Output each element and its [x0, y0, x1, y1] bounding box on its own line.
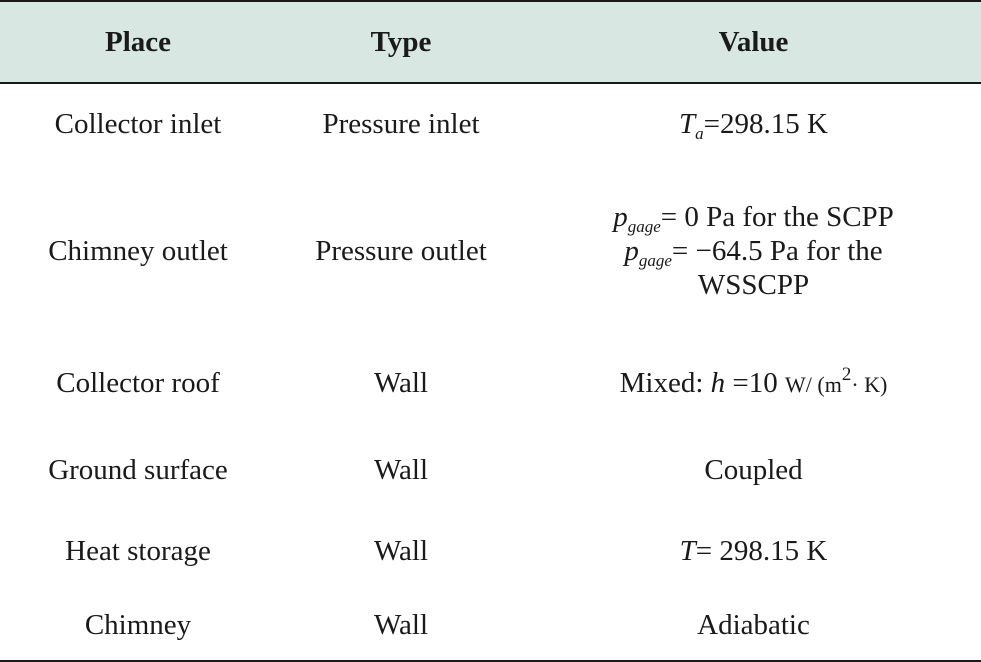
cell-type: Wall: [373, 453, 429, 486]
cell-place: Chimney outlet: [48, 234, 228, 267]
cell-place: Ground surface: [48, 453, 228, 486]
value-equals: =10: [725, 366, 785, 399]
cell-value: T= 298.15 K: [526, 511, 981, 591]
value-superscript: 2: [841, 363, 852, 385]
value-variable: p: [624, 234, 639, 267]
value-variable: T: [679, 108, 696, 141]
table-row: Collector inlet Pressure inlet Ta=298.15…: [0, 83, 981, 165]
value-variable: T: [679, 534, 696, 567]
cell-type: Wall: [373, 534, 429, 567]
header-place: Place: [0, 0, 276, 84]
cell-value: Mixed: h =10 W/ (m2· K): [526, 337, 981, 429]
cell-value: Adiabatic: [526, 591, 981, 662]
value-subscript: gage: [638, 250, 672, 270]
value-line-3: WSSCPP: [697, 269, 810, 302]
table-row: Chimney outlet Pressure outlet pgage= 0 …: [0, 165, 981, 337]
value-line-1: pgage= 0 Pa for the SCPP: [526, 200, 981, 236]
table-row: Heat storage Wall T= 298.15 K: [0, 511, 981, 591]
value-prefix: Mixed:: [619, 366, 711, 399]
cell-type: Pressure inlet: [322, 108, 480, 141]
cell-place: Collector roof: [56, 366, 220, 399]
value-unit-b: · K): [851, 371, 888, 397]
value-text: =298.15 K: [703, 108, 828, 141]
value-variable: h: [710, 366, 726, 399]
table-body: Collector inlet Pressure inlet Ta=298.15…: [0, 83, 981, 662]
value-subscript: a: [695, 124, 704, 144]
value-variable: p: [613, 200, 628, 233]
value-text: = 0 Pa for the SCPP: [660, 200, 894, 233]
cell-type: Pressure outlet: [315, 234, 487, 267]
value-subscript: gage: [627, 216, 661, 236]
cell-value: Coupled: [704, 453, 803, 486]
value-unit-a: W/ (m: [785, 371, 842, 397]
cell-place: Chimney: [0, 591, 276, 662]
cell-type: Wall: [276, 591, 526, 662]
header-value: Value: [526, 0, 981, 84]
cell-type: Wall: [373, 366, 429, 399]
cell-place: Collector inlet: [54, 108, 222, 141]
value-text: = 298.15 K: [695, 534, 828, 567]
value-line-2: pgage= −64.5 Pa for the: [526, 234, 981, 270]
table-row: Collector roof Wall Mixed: h =10 W/ (m2·…: [0, 337, 981, 429]
cell-place: Heat storage: [65, 534, 211, 567]
cell-value: pgage= 0 Pa for the SCPP pgage= −64.5 Pa…: [526, 165, 981, 337]
table-row: Ground surface Wall Coupled: [0, 429, 981, 511]
header-row: Place Type Value: [0, 0, 981, 84]
table-row: Chimney Wall Adiabatic: [0, 591, 981, 662]
table-header: Place Type Value: [0, 0, 981, 84]
value-text: = −64.5 Pa for the: [671, 234, 883, 267]
cell-value: Ta=298.15 K: [526, 83, 981, 165]
header-type: Type: [276, 0, 526, 84]
